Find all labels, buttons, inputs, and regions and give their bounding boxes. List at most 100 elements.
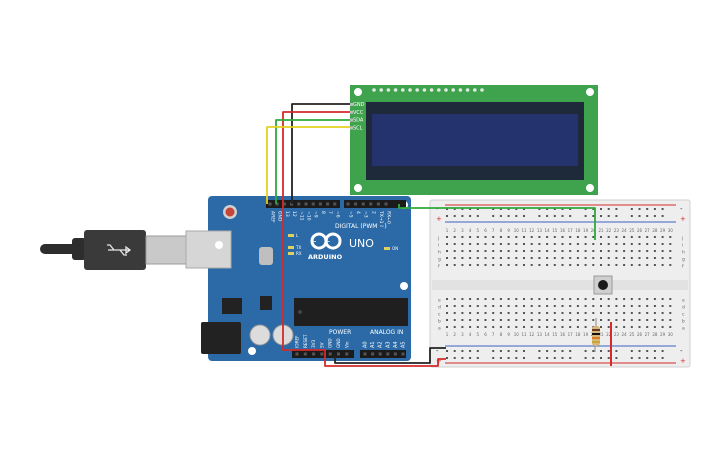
lcd-pin	[350, 110, 353, 114]
terminal-hole	[461, 298, 464, 300]
terminal-hole	[499, 236, 502, 238]
terminal-hole	[569, 319, 572, 321]
terminal-hole	[623, 305, 626, 307]
digital-pin-socket	[318, 202, 322, 206]
terminal-hole	[461, 257, 464, 259]
rail-hole	[538, 215, 541, 217]
terminal-hole	[530, 326, 533, 328]
terminal-hole	[576, 264, 579, 266]
resistor	[592, 318, 600, 346]
column-number-bottom: 27	[645, 332, 651, 337]
terminal-hole	[607, 264, 610, 266]
top-rail-minus-right: -	[680, 205, 683, 213]
rail-hole	[615, 350, 618, 352]
terminal-hole	[561, 257, 564, 259]
terminal-hole	[669, 298, 672, 300]
column-number-bottom: 29	[660, 332, 666, 337]
terminal-hole	[476, 305, 479, 307]
terminal-hole	[546, 312, 549, 314]
terminal-hole	[523, 236, 525, 238]
lcd-header-pad	[429, 88, 434, 92]
terminal-hole	[561, 326, 564, 328]
terminal-hole	[653, 243, 656, 245]
power-pin-socket	[337, 352, 340, 356]
terminal-hole	[530, 250, 533, 252]
analog-pin-label: A0	[363, 341, 369, 348]
digital-pin-label: ~10	[306, 211, 312, 221]
terminal-hole	[492, 257, 495, 259]
analog-pin-socket	[371, 352, 375, 356]
column-number-top: 29	[660, 228, 666, 233]
terminal-hole	[592, 264, 595, 266]
top-rail-plus-right: +	[680, 215, 686, 223]
column-number-bottom: 26	[637, 332, 643, 337]
digital-pin-label: ~3	[363, 211, 369, 218]
chip-small	[260, 296, 272, 310]
column-number-top: 18	[575, 228, 581, 233]
row-letter-left: g	[438, 258, 441, 263]
terminal-hole	[499, 298, 502, 300]
terminal-hole	[546, 298, 549, 300]
terminal-hole	[484, 250, 487, 252]
terminal-hole	[661, 326, 664, 328]
terminal-hole	[646, 250, 649, 252]
terminal-hole	[607, 236, 610, 238]
rail-hole	[507, 208, 510, 210]
terminal-hole	[484, 312, 487, 314]
terminal-hole	[661, 243, 664, 245]
terminal-hole	[561, 264, 564, 266]
rail-hole	[515, 208, 518, 210]
terminal-hole	[569, 250, 572, 252]
terminal-hole	[646, 236, 649, 238]
rail-hole	[538, 350, 541, 352]
terminal-hole	[592, 236, 595, 238]
terminal-hole	[553, 257, 556, 259]
rail-hole	[515, 357, 518, 359]
terminal-hole	[507, 312, 510, 314]
column-number-bottom: 25	[629, 332, 635, 337]
rail-hole	[607, 215, 610, 217]
terminal-hole	[669, 243, 672, 245]
rail-hole	[615, 208, 618, 210]
wire-gnd-breadboard	[334, 347, 446, 364]
terminal-hole	[469, 312, 472, 314]
terminal-hole	[584, 319, 587, 321]
terminal-hole	[553, 305, 556, 307]
terminal-hole	[600, 312, 602, 314]
rail-hole	[546, 208, 549, 210]
wires	[266, 103, 612, 367]
terminal-hole	[630, 305, 633, 307]
row-letter-left: j	[437, 236, 439, 242]
column-number-bottom: 14	[545, 332, 551, 337]
column-number-bottom: 24	[622, 332, 628, 337]
power-pin-label: GND	[328, 338, 333, 348]
digital-pin-label: TX→1	[378, 210, 384, 224]
digital-header-label: DIGITAL (PWM ~)	[335, 223, 387, 230]
analog-pin-socket	[393, 352, 397, 356]
rail-hole	[561, 208, 564, 210]
regulator	[222, 298, 242, 314]
row-letter-left: b	[438, 319, 441, 325]
terminal-hole	[615, 250, 618, 252]
digital-pin-socket	[346, 202, 350, 206]
rail-hole	[584, 350, 587, 352]
column-number-bottom: 23	[614, 332, 620, 337]
terminal-hole	[569, 243, 572, 245]
digital-pin-label: ~9	[313, 211, 319, 218]
rail-hole	[446, 357, 448, 359]
rail-hole	[499, 215, 502, 217]
terminal-hole	[615, 326, 618, 328]
terminal-hole	[592, 319, 595, 321]
terminal-hole	[584, 257, 587, 259]
terminal-hole	[592, 305, 595, 307]
terminal-hole	[653, 319, 656, 321]
column-number-bottom: 12	[529, 332, 535, 337]
terminal-hole	[499, 326, 502, 328]
terminal-hole	[453, 243, 456, 245]
column-number-bottom: 4	[469, 332, 472, 337]
row-letter-left: f	[438, 264, 440, 270]
terminal-hole	[623, 312, 626, 314]
row-letter-left: a	[438, 327, 441, 332]
terminal-hole	[669, 305, 672, 307]
